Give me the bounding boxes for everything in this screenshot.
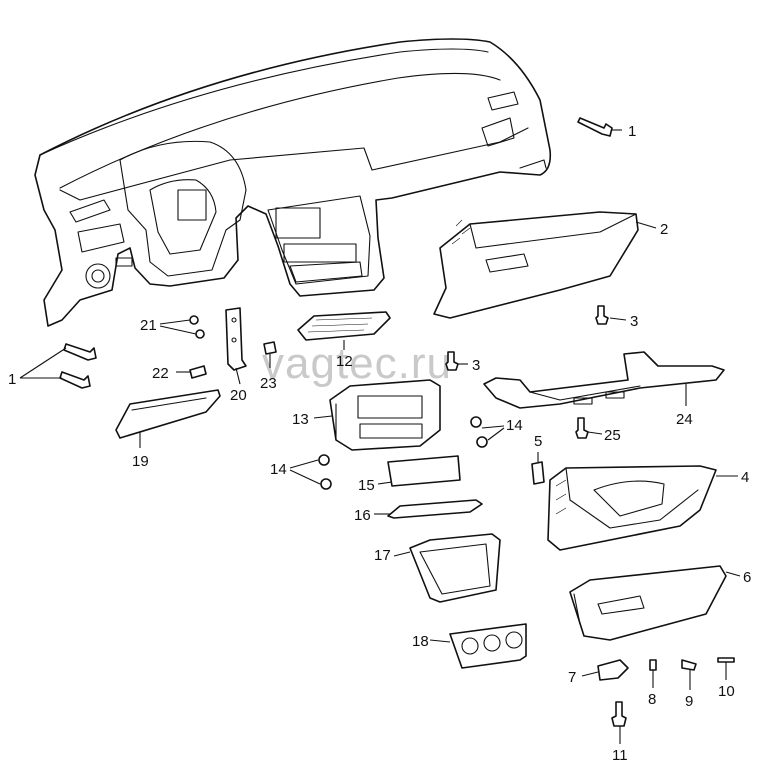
callout-1-top: 1	[628, 123, 636, 140]
part-7-small-cover	[597, 659, 629, 681]
pin-10	[717, 657, 735, 663]
callout-11: 11	[612, 747, 628, 764]
screw-1-left-a	[63, 343, 97, 361]
screw-3-b	[445, 351, 459, 371]
screw-25	[575, 417, 589, 439]
part-2-glovebox-lid-assembly	[433, 211, 639, 319]
callout-20: 20	[230, 387, 247, 404]
part-6-glovebox-lid	[569, 565, 727, 641]
watermark-text: vagtec.ru	[262, 339, 452, 388]
screw-14-a	[470, 416, 482, 428]
callout-7: 7	[568, 669, 576, 686]
callout-1-left: 1	[8, 371, 16, 388]
callout-14-right: 14	[506, 417, 523, 434]
callout-18: 18	[412, 633, 429, 650]
screw-14-d	[320, 478, 332, 490]
part-19-trim-cover	[115, 389, 221, 439]
callout-6: 6	[743, 569, 751, 586]
part-24-support-bracket	[483, 351, 725, 409]
callout-3-center: 3	[472, 357, 480, 374]
callout-25: 25	[604, 427, 621, 444]
part-17-center-frame	[409, 533, 501, 603]
fasteners	[59, 117, 735, 727]
callout-14-left: 14	[270, 461, 287, 478]
callout-19: 19	[132, 453, 149, 470]
part-18-climate-control-panel	[449, 623, 527, 669]
part-5-cap	[531, 461, 545, 485]
part-13-radio-frame	[329, 379, 441, 451]
part-15-cover-panel	[387, 455, 461, 487]
callout-labels: 1 1 2 3 3 4 5 6 7 8 9 10 11 12 13 14 14 …	[8, 123, 751, 764]
screw-11	[611, 701, 627, 727]
dashboard-main-panel	[34, 38, 552, 327]
callout-22: 22	[152, 365, 169, 382]
screw-14-b	[476, 436, 488, 448]
callout-9: 9	[685, 693, 693, 710]
part-20-mounting-bracket	[225, 307, 247, 371]
callout-4: 4	[741, 469, 749, 486]
screw-1-top	[577, 117, 613, 137]
callout-13: 13	[292, 411, 309, 428]
callout-3-right: 3	[630, 313, 638, 330]
clip-8	[649, 659, 657, 671]
part-12-trim-panel	[297, 311, 391, 341]
callout-24: 24	[676, 411, 693, 428]
screw-22	[189, 365, 207, 379]
part-4-glovebox-housing	[547, 465, 717, 551]
screw-21-b	[195, 329, 205, 339]
part-23-clip	[263, 341, 277, 355]
screw-3-a	[595, 305, 609, 325]
callout-16: 16	[354, 507, 371, 524]
callout-17: 17	[374, 547, 391, 564]
part-16-trim-strip	[387, 499, 483, 519]
callout-5: 5	[534, 433, 542, 450]
callout-23: 23	[260, 375, 277, 392]
screw-14-c	[318, 454, 330, 466]
callout-12: 12	[336, 353, 353, 370]
screw-21-a	[189, 315, 199, 325]
callout-15: 15	[358, 477, 375, 494]
clip-9	[681, 659, 697, 671]
callout-8: 8	[648, 691, 656, 708]
leader-lines	[19, 129, 741, 744]
callout-10: 10	[718, 683, 735, 700]
callout-21: 21	[140, 317, 157, 334]
callout-2: 2	[660, 221, 668, 238]
screw-1-left-b	[59, 371, 91, 389]
